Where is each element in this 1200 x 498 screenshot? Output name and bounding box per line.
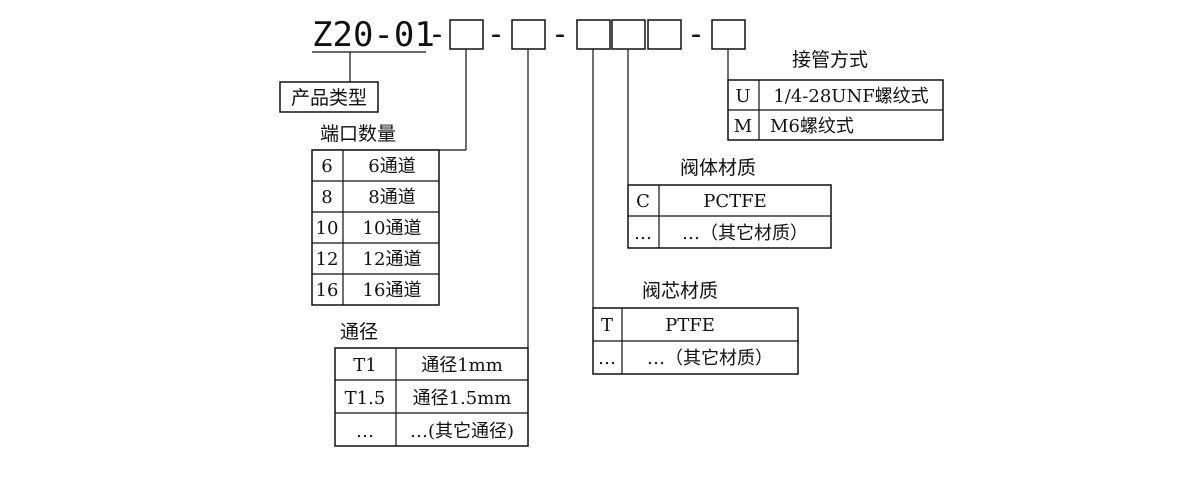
code-slot-ports [449, 19, 484, 50]
bore-code-cell: … [356, 421, 374, 442]
body-desc-cell: PCTFE [703, 191, 767, 212]
code-slot-body [611, 19, 646, 50]
body-code-cell: … [634, 223, 652, 244]
bore-code-cell: T1.5 [345, 388, 386, 409]
port-count-frame [311, 149, 440, 306]
port-count-heading: 端口数量 [320, 123, 396, 145]
connection-desc-cell: 1/4-28UNF螺纹式 [773, 86, 928, 107]
body-code-cell: C [636, 191, 650, 212]
port-count-table: 端口数量 6 6通道 8 8通道 10 10通道 12 12通道 16 16通道 [311, 123, 440, 306]
connection-code-cell: U [735, 86, 750, 107]
bore-table: 通径 T1 通径1mm T1.5 通径1.5mm … …(其它通径) [334, 321, 529, 447]
model-dash-3: - [551, 17, 569, 52]
bore-desc-cell: 通径1.5mm [413, 388, 512, 409]
port-code-cell: 6 [321, 156, 332, 177]
bore-heading: 通径 [340, 321, 378, 343]
connection-code-cell: M [734, 116, 752, 137]
code-slot-core [576, 19, 611, 50]
core-material-heading: 阀芯材质 [642, 280, 718, 302]
connection-table: 接管方式 U 1/4-28UNF螺纹式 M M6螺纹式 [727, 49, 944, 141]
port-code-cell: 16 [316, 280, 339, 301]
bore-desc-cell: 通径1mm [421, 355, 503, 376]
bore-code-cell: T1 [353, 355, 376, 376]
product-type-box [279, 81, 379, 113]
core-material-table: 阀芯材质 T PTFE … …（其它材质） [592, 280, 799, 375]
port-desc-cell: 16通道 [363, 280, 422, 301]
port-desc-cell: 8通道 [368, 187, 415, 208]
core-desc-cell: PTFE [665, 315, 715, 336]
code-slot-connection [711, 19, 746, 50]
connection-desc-cell: M6螺纹式 [770, 116, 854, 137]
model-dash-2: - [487, 17, 505, 52]
model-dash-1: - [428, 17, 446, 52]
core-code-cell: … [598, 348, 616, 369]
model-dash-4: - [687, 17, 705, 52]
core-desc-cell: …（其它材质） [647, 348, 773, 369]
port-code-cell: 8 [321, 187, 332, 208]
core-code-cell: T [601, 315, 613, 336]
bore-desc-cell: …(其它通径) [410, 421, 514, 442]
port-desc-cell: 10通道 [363, 218, 422, 239]
product-type-label: 产品类型 [291, 87, 367, 109]
model-code: Z20-01 - - - - [312, 15, 746, 55]
product-type-group: 产品类型 [279, 81, 379, 113]
port-code-cell: 10 [316, 218, 339, 239]
code-slot-reserved [647, 19, 682, 50]
port-desc-cell: 6通道 [368, 156, 415, 177]
model-prefix: Z20-01 [312, 15, 435, 55]
bore-frame [334, 347, 529, 447]
connection-heading: 接管方式 [792, 49, 868, 71]
port-desc-cell: 12通道 [363, 249, 422, 270]
code-slot-bore [511, 19, 546, 50]
port-code-cell: 12 [316, 249, 339, 270]
body-material-heading: 阀体材质 [680, 157, 756, 179]
body-desc-cell: …（其它材质） [682, 223, 808, 244]
body-material-table: 阀体材质 C PCTFE … …（其它材质） [627, 157, 832, 249]
